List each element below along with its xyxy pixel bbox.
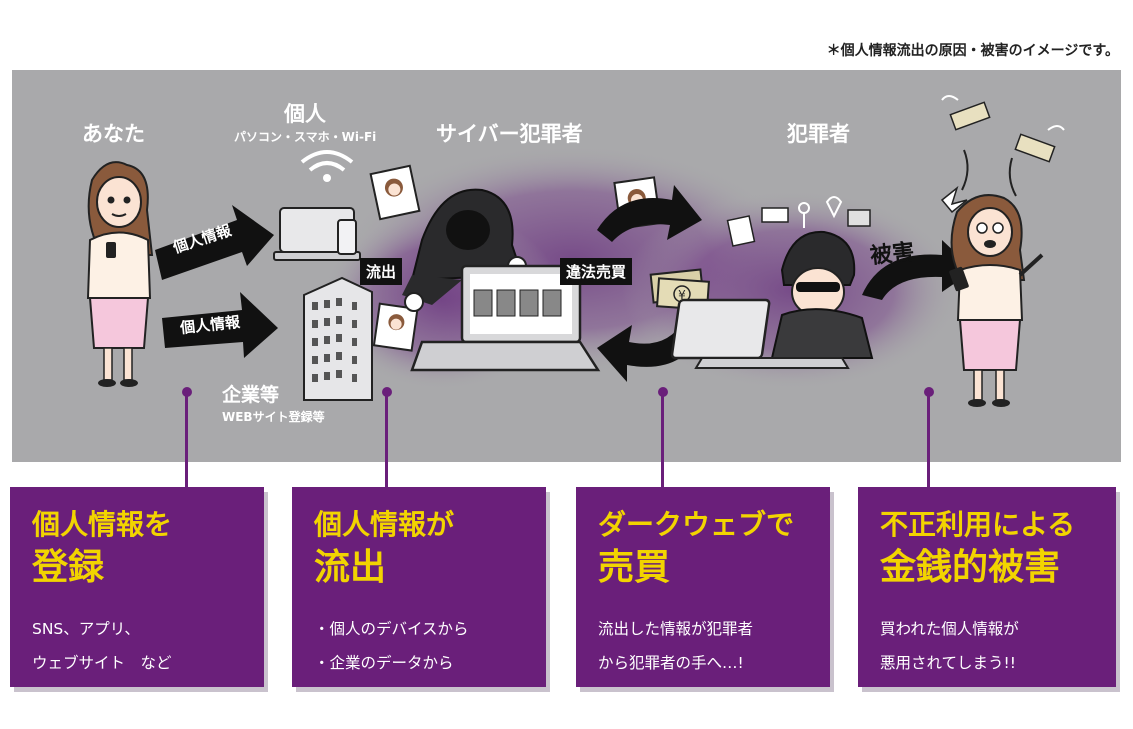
disclaimer-note: ＊個人情報流出の原因・被害のイメージです。 (826, 43, 1119, 59)
stolen-data-icons (726, 196, 871, 247)
card-body-line2: 悪用されてしまう!! (880, 654, 1016, 672)
cyber-criminal-figure (402, 188, 527, 312)
flying-money (941, 95, 1065, 197)
money-currency-symbol: ¥ (678, 288, 686, 302)
step-card-trade: ダークウェブで 売買 流出した情報が犯罪者 から犯罪者の手へ…! (576, 487, 830, 687)
card-title-line1: 個人情報を (32, 508, 173, 541)
illustration-panel: ¥ (12, 70, 1121, 462)
woman-you-figure (86, 161, 154, 387)
victim-woman-figure (940, 185, 1044, 407)
card-title-line1: 不正利用による (880, 508, 1076, 541)
personal-devices-figure (273, 207, 361, 261)
card-body-line1: 流出した情報が犯罪者 (598, 620, 754, 638)
wifi-icon (300, 150, 354, 182)
card-body-line1: 買われた個人情報が (880, 620, 1019, 638)
label-you: あなた (82, 122, 145, 146)
illustration-scene: ¥ (86, 95, 1065, 407)
label-company: 企業等 (222, 384, 280, 406)
label-cyber-criminal: サイバー犯罪者 (436, 122, 583, 146)
card-title-line2: 登録 (32, 547, 105, 588)
connector-line-2 (385, 393, 388, 489)
card-title-line2: 流出 (314, 547, 387, 588)
card-body-line1: ・個人のデバイスから (314, 620, 469, 638)
arrow-to-devices (155, 205, 274, 280)
criminal-figure (670, 230, 874, 369)
money-bills: ¥ (649, 268, 710, 311)
card-body: 買われた個人情報が 悪用されてしまう!! (880, 612, 1108, 680)
connector-line-3 (661, 393, 664, 489)
connector-dot-4 (924, 387, 934, 397)
step-card-leak: 個人情報が 流出 ・個人のデバイスから ・企業のデータから (292, 487, 546, 687)
card-title: 個人情報が 流出 (314, 505, 546, 591)
label-criminal: 犯罪者 (787, 122, 850, 146)
card-title-line2: 金銭的被害 (880, 547, 1061, 588)
card-title: 個人情報を 登録 (32, 505, 264, 591)
label-company-sub: WEBサイト登録等 (222, 410, 325, 424)
card-title-line2: 売買 (598, 547, 671, 588)
connector-line-4 (927, 393, 930, 489)
company-building-figure (303, 276, 373, 401)
tag-damage: 被害 (869, 239, 916, 270)
step-card-damage: 不正利用による 金銭的被害 買われた個人情報が 悪用されてしまう!! (858, 487, 1116, 687)
arrow-to-company (162, 292, 278, 358)
card-body: SNS、アプリ、 ウェブサイト など (32, 612, 260, 680)
card-title-line1: ダークウェブで (598, 508, 795, 541)
label-personal-devices: パソコン・スマホ・Wi-Fi (234, 130, 377, 144)
card-body-line2: ウェブサイト など (32, 654, 172, 672)
damage-arrow (862, 240, 974, 300)
tag-illegal-trade: 違法売買 (560, 258, 633, 285)
card-body-line2: ・企業のデータから (314, 654, 454, 672)
connector-dot-3 (658, 387, 668, 397)
card-body-line1: SNS、アプリ、 (32, 620, 140, 638)
hacker-laptop-figure (410, 264, 601, 372)
tag-leak: 流出 (360, 258, 403, 285)
connector-dot-1 (182, 387, 192, 397)
step-card-register: 個人情報を 登録 SNS、アプリ、 ウェブサイト など (10, 487, 264, 687)
card-title: 不正利用による 金銭的被害 (880, 505, 1112, 591)
trade-arrow-top (597, 185, 702, 242)
card-body: ・個人のデバイスから ・企業のデータから (314, 612, 542, 680)
card-body-line2: から犯罪者の手へ…! (598, 654, 744, 672)
card-title: ダークウェブで 売買 (598, 505, 830, 591)
connector-line-1 (185, 393, 188, 489)
card-title-line1: 個人情報が (314, 508, 455, 541)
card-body: 流出した情報が犯罪者 から犯罪者の手へ…! (598, 612, 826, 680)
label-personal: 個人 (284, 102, 326, 126)
connector-dot-2 (382, 387, 392, 397)
